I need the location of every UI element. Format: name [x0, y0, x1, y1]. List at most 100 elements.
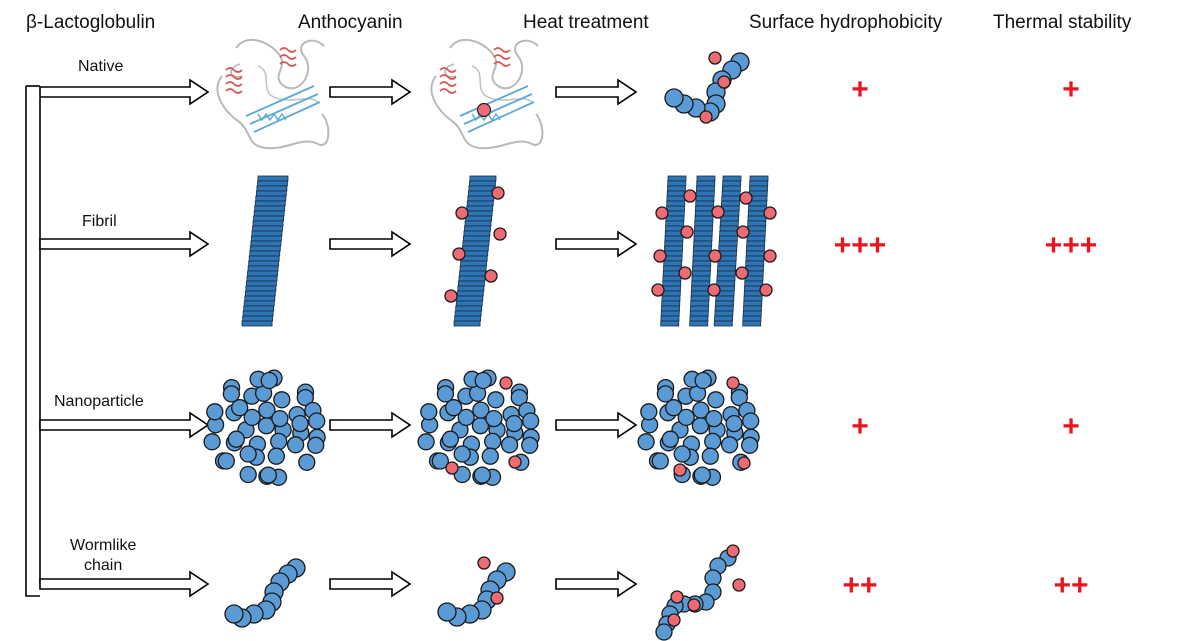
fibril-layer — [693, 240, 713, 247]
fibril-layer — [244, 290, 276, 297]
anthocyanin-molecule — [759, 283, 773, 297]
fibril-layer — [664, 245, 683, 252]
protein-bead — [227, 430, 245, 448]
protein-bead — [203, 433, 221, 451]
fibril-layer — [243, 300, 275, 307]
protein-bead — [661, 430, 679, 448]
fibril-layer — [721, 200, 740, 207]
protein-bead — [258, 401, 276, 419]
fibril-layer — [743, 300, 763, 307]
fibril-layer — [719, 225, 739, 232]
protein-bead — [473, 466, 491, 484]
fibril-layer — [696, 180, 716, 187]
protein-bead — [673, 445, 691, 463]
protein-bead — [720, 436, 739, 454]
fibril-layer — [715, 300, 734, 307]
protein-bead — [656, 385, 675, 403]
fibril-layer — [749, 185, 768, 192]
anthocyanin-molecule — [687, 598, 701, 612]
nanoparticle-heated — [637, 369, 760, 486]
protein-bead — [521, 436, 539, 454]
protein-bead — [308, 412, 326, 430]
fibril-layer — [241, 320, 273, 327]
fibril-layer — [695, 195, 715, 202]
rating-wormlike-surface-hydrophobicity: ++ — [842, 569, 877, 602]
anthocyanin-molecule — [678, 266, 692, 280]
fibril-layer — [745, 260, 765, 267]
step-arrow-native-1 — [329, 79, 411, 105]
protein-bead — [640, 403, 658, 421]
fibril-layer — [469, 180, 496, 187]
protein-bead — [417, 433, 435, 451]
protein-bead — [725, 414, 743, 433]
fibril-layer — [661, 295, 681, 302]
anthocyanin-molecule — [673, 463, 687, 477]
rating-fibril-thermal-stability: +++ — [1045, 229, 1098, 262]
native-anthocyanin-protein — [430, 38, 544, 150]
anthocyanin-molecule — [708, 249, 722, 263]
protein-bead — [453, 445, 471, 463]
fibril-layer — [693, 235, 713, 242]
protein-bead — [505, 414, 523, 433]
protein-bead — [291, 414, 309, 433]
anthocyanin-molecule — [707, 283, 721, 297]
fibril-layer — [462, 240, 490, 247]
fibril-layer — [460, 260, 488, 267]
fibril-layer — [693, 245, 712, 252]
fibril-layer — [665, 215, 685, 222]
fibril-layer — [694, 220, 714, 227]
fibril-layer — [465, 210, 493, 217]
protein-bead — [307, 436, 325, 454]
fibril-layer — [661, 290, 681, 297]
fibril-layer — [468, 185, 496, 192]
fibril-layer — [693, 230, 713, 237]
fibril-layer — [244, 295, 276, 302]
fibril-layer — [714, 305, 734, 312]
fibril-layer — [718, 240, 738, 247]
branch-bracket — [25, 85, 41, 597]
anthocyanin-molecule — [493, 227, 507, 241]
fibril-layer — [466, 205, 494, 212]
fibril-layer — [249, 250, 281, 257]
fibril-layer — [662, 280, 682, 287]
fibril-layer — [743, 305, 762, 312]
anthocyanin-molecule — [484, 269, 498, 283]
fibril-layer — [255, 195, 287, 202]
fibril-layer — [713, 320, 733, 327]
protein-bead — [267, 447, 285, 465]
protein-bead — [453, 465, 471, 484]
step-arrow-native-2 — [555, 79, 637, 105]
anthocyanin-molecule — [490, 591, 504, 605]
fibril-layer — [666, 195, 686, 202]
row-arrow-nanoparticle — [39, 412, 209, 438]
fibril-layer — [459, 270, 486, 277]
protein-bead — [441, 430, 459, 448]
anthocyanin-molecule — [499, 376, 513, 390]
fibril-layer — [465, 215, 493, 222]
protein-bead — [437, 602, 457, 622]
protein-bead — [224, 604, 244, 624]
fibril-layer — [662, 275, 682, 282]
anthocyanin-molecule — [699, 110, 713, 124]
protein-bead — [271, 409, 289, 428]
native-protein-icon — [216, 38, 330, 150]
fibril-layer — [667, 185, 686, 192]
anthocyanin-molecule — [477, 556, 491, 570]
fibril-layer — [256, 185, 288, 192]
fibril-layer — [247, 270, 278, 277]
protein-bead — [217, 452, 235, 470]
fibril-layer — [666, 205, 685, 212]
fibril-layer — [252, 225, 283, 232]
protein-bead — [651, 452, 669, 470]
protein-bead — [243, 408, 261, 427]
protein-bead — [704, 432, 722, 451]
fibril-layer — [747, 225, 766, 232]
protein-bead — [457, 408, 475, 427]
fibril-layer — [745, 250, 765, 257]
fibril-layer — [715, 295, 735, 302]
fibril-layer — [720, 215, 739, 222]
header-surface-hydrophobicity: Surface hydrophobicity — [749, 12, 943, 33]
fibril-layer — [719, 220, 739, 227]
nanoparticle-plain — [203, 369, 326, 486]
fibril-layer — [714, 310, 734, 317]
